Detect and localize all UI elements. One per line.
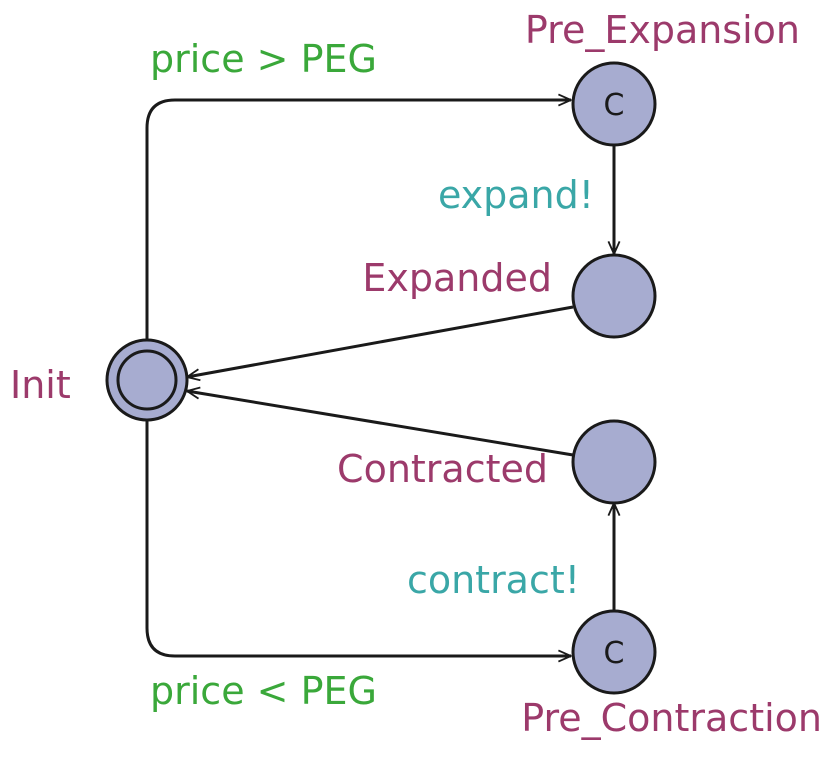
- state-contracted-node[interactable]: [571, 419, 657, 505]
- guard-labels: price > PEG price < PEG: [150, 37, 377, 713]
- state-init[interactable]: [105, 338, 189, 422]
- state-pre-expansion-node[interactable]: [571, 61, 657, 147]
- edge-init-to-pre-expansion: [145, 100, 571, 340]
- state-contracted[interactable]: [571, 419, 657, 505]
- state-pre-contraction[interactable]: C: [571, 609, 657, 695]
- state-pre-contraction-node[interactable]: [571, 609, 657, 695]
- state-label-expanded: Expanded: [362, 256, 552, 300]
- state-expanded-node[interactable]: [571, 253, 657, 339]
- state-labels: Init Pre_Expansion Expanded Contracted P…: [10, 8, 822, 740]
- sync-label-expand: expand!: [438, 173, 594, 217]
- committed-mark-icon: C: [604, 88, 625, 123]
- state-label-init: Init: [10, 363, 71, 407]
- edge-init-to-pre-contraction: [145, 420, 571, 656]
- state-expanded[interactable]: [571, 253, 657, 339]
- states: C C: [105, 61, 657, 695]
- guard-label-price-lt-peg: price < PEG: [150, 669, 377, 713]
- edge-expanded-to-init: [187, 305, 574, 377]
- edges: [145, 100, 614, 656]
- committed-mark-icon: C: [604, 636, 625, 671]
- guard-label-price-gt-peg: price > PEG: [150, 37, 377, 81]
- initial-state-ring-icon: [116, 349, 178, 411]
- sync-label-contract: contract!: [407, 558, 580, 602]
- state-label-pre-contraction: Pre_Contraction: [521, 696, 822, 740]
- edge-contracted-to-init: [187, 391, 574, 457]
- sync-labels: expand! contract!: [407, 173, 594, 602]
- state-label-contracted: Contracted: [337, 447, 548, 491]
- state-pre-expansion[interactable]: C: [571, 61, 657, 147]
- state-label-pre-expansion: Pre_Expansion: [525, 8, 800, 52]
